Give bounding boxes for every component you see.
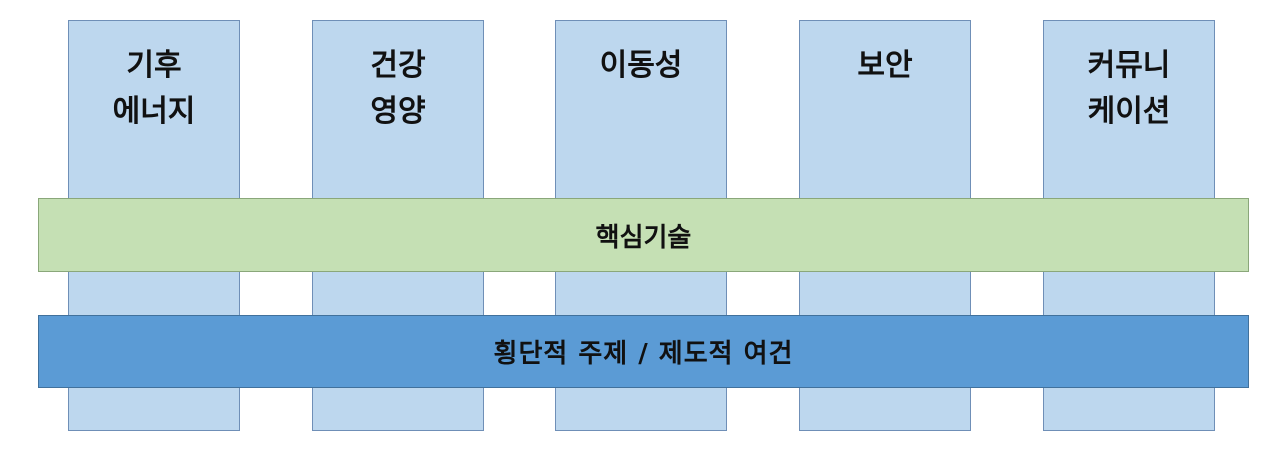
pillar-label: 보안 — [857, 48, 913, 83]
core-technology-band: 핵심기술 — [38, 198, 1249, 272]
pillar-label: 이동성 — [599, 48, 683, 83]
pillar-label: 건강 영양 — [370, 48, 426, 129]
cross-cutting-band: 횡단적 주제 / 제도적 여건 — [38, 315, 1249, 388]
pillar-label: 기후 에너지 — [112, 48, 196, 129]
pillar-label: 커뮤니 케이션 — [1087, 48, 1171, 129]
